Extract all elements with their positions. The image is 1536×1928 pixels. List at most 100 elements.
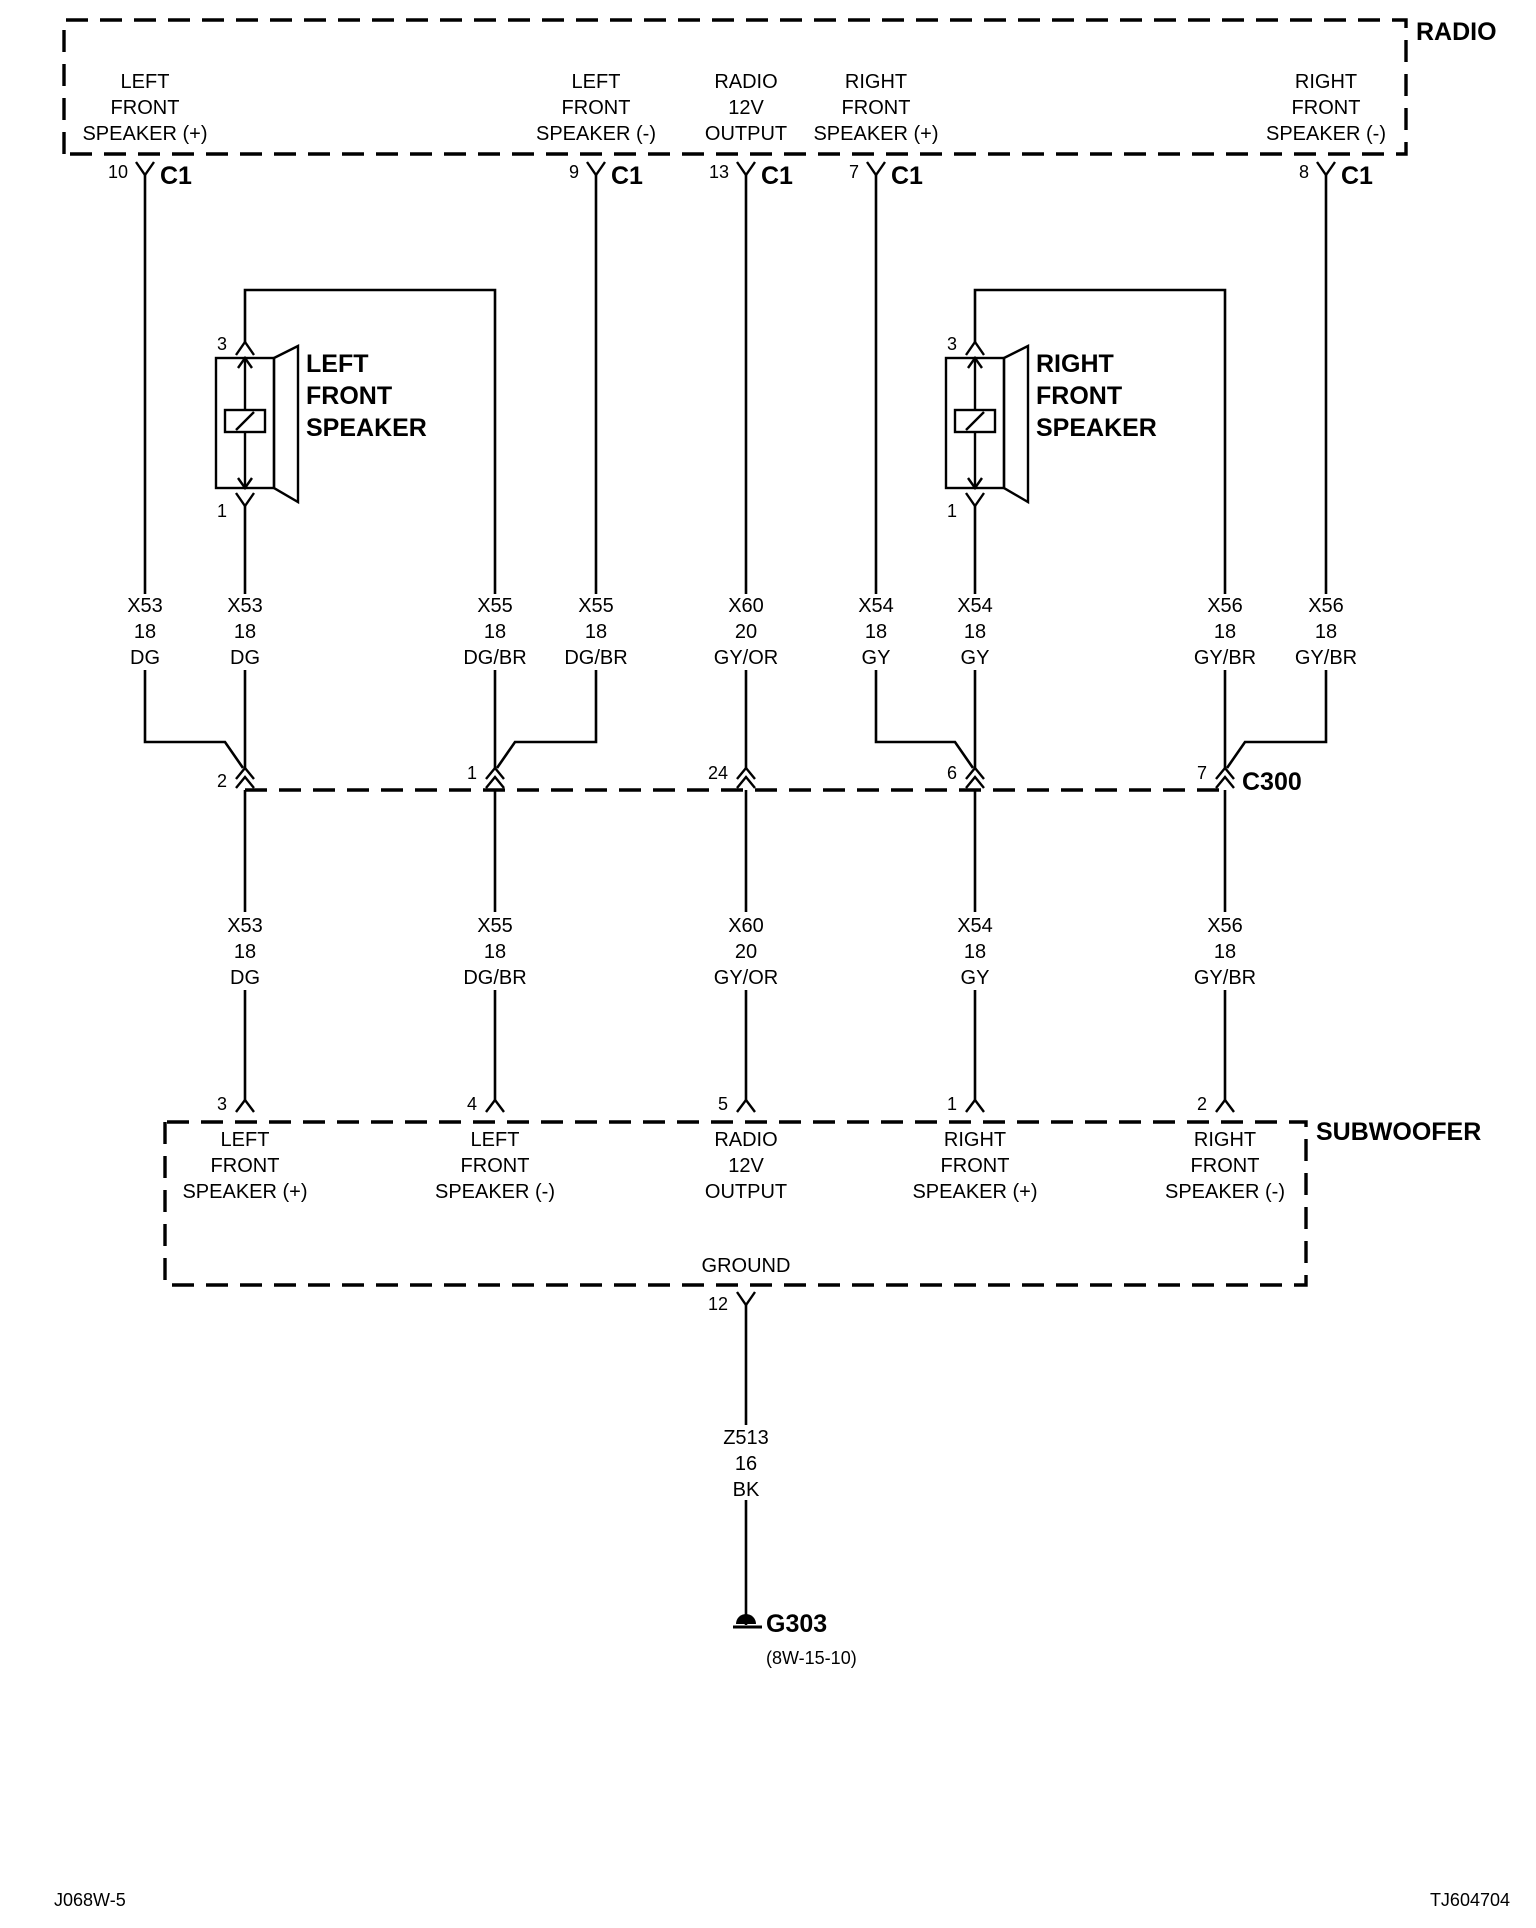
- female-terminal-icon: [1316, 161, 1336, 178]
- subwoofer-pin-4: 4 LEFT FRONT SPEAKER (-): [435, 1094, 555, 1203]
- arrow-up-icon: [237, 355, 253, 369]
- wire-circuit: X53: [227, 595, 263, 617]
- radio-pin-label-line: RADIO: [714, 71, 777, 93]
- wire-label: X60 20 GY/OR: [714, 595, 778, 669]
- wire-color: DG: [230, 967, 260, 989]
- radio-pin-label-line: SPEAKER (+): [813, 123, 938, 145]
- subwoofer-pin-2: 2 RIGHT FRONT SPEAKER (-): [1165, 1094, 1285, 1203]
- c300-cavity-7: 7: [1197, 763, 1235, 789]
- ground-symbol-icon: [733, 1614, 762, 1629]
- subwoofer-pin-5: 5 RADIO 12V OUTPUT: [705, 1094, 787, 1203]
- wire-circuit: X54: [957, 595, 993, 617]
- wire-circuit: X60: [728, 595, 764, 617]
- radio-pin-label-line: SPEAKER (-): [536, 123, 656, 145]
- subwoofer-pin-label-line: RADIO: [714, 1129, 777, 1151]
- subwoofer-pin-number: 5: [718, 1094, 728, 1114]
- wire-color: GY/BR: [1194, 967, 1256, 989]
- wire-color: DG/BR: [463, 647, 526, 669]
- wire-circuit: X53: [127, 595, 163, 617]
- wire-circuit: X56: [1308, 595, 1344, 617]
- subwoofer-pin-label-line: LEFT: [221, 1129, 270, 1151]
- wire-label: X54 18 GY: [957, 915, 993, 989]
- radio-pin-label-line: LEFT: [121, 71, 170, 93]
- voice-coil-icon: [223, 408, 267, 434]
- c300-pin-number: 1: [467, 763, 477, 783]
- wire-label: X55 18 DG/BR: [564, 595, 627, 669]
- wire-gauge: 18: [484, 941, 506, 963]
- wire-color: GY/BR: [1295, 647, 1357, 669]
- subwoofer-pin-label-line: LEFT: [471, 1129, 520, 1151]
- wire-label: X60 20 GY/OR: [714, 915, 778, 989]
- wire-right-speaker-pin3-loop: [973, 288, 1227, 594]
- subwoofer-pin-label-line: FRONT: [1191, 1155, 1260, 1177]
- male-terminal-icon: [1215, 1098, 1235, 1113]
- speaker-cone-icon: [272, 344, 300, 505]
- subwoofer-pin-label-line: RIGHT: [944, 1129, 1006, 1151]
- male-terminal-icon: [1215, 766, 1235, 780]
- wire-label: X55 18 DG/BR: [463, 595, 526, 669]
- wire-label: X56 18 GY/BR: [1194, 915, 1256, 989]
- speaker-cone-icon: [1002, 344, 1030, 505]
- subwoofer-pin-number: 4: [467, 1094, 477, 1114]
- subwoofer-pin-label-line: RIGHT: [1194, 1129, 1256, 1151]
- subwoofer-boundary: [163, 1120, 1308, 1287]
- wire-circuit: X54: [957, 915, 993, 937]
- upper-wire-labels: X53 18 DG X53 18 DG X55 18 DG/BR X55 18 …: [127, 595, 1357, 669]
- radio-title: RADIO: [1416, 18, 1497, 46]
- wire-color: DG: [230, 647, 260, 669]
- footer-left-code: J068W-5: [54, 1890, 126, 1910]
- voice-coil-slash: [965, 411, 985, 431]
- wire-gauge: 18: [585, 621, 607, 643]
- female-terminal-icon: [736, 775, 756, 789]
- radio-pin-label-line: FRONT: [1292, 97, 1361, 119]
- c300-pin-number: 7: [1197, 763, 1207, 783]
- radio-connector-label: C1: [611, 162, 643, 190]
- wire-label: X53 18 DG: [127, 595, 163, 669]
- wire-label: X53 18 DG: [227, 595, 263, 669]
- radio-pin-label-line: FRONT: [842, 97, 911, 119]
- female-terminal-icon: [485, 775, 505, 789]
- male-terminal-icon: [235, 339, 255, 356]
- male-terminal-icon: [965, 339, 985, 356]
- wire-color: GY/OR: [714, 967, 778, 989]
- ground-name: G303: [766, 1610, 827, 1638]
- female-terminal-icon: [866, 161, 886, 178]
- wire-color: DG/BR: [564, 647, 627, 669]
- wire-x56-radio-bend: [1225, 670, 1328, 769]
- subwoofer-pin-number: 3: [217, 1094, 227, 1114]
- wire-left-speaker-pin3-loop: [243, 288, 497, 594]
- wire-label: X54 18 GY: [858, 595, 894, 669]
- radio-pin-label-line: RIGHT: [845, 71, 907, 93]
- wire-gauge: 18: [1315, 621, 1337, 643]
- c300-cavity-2: 2: [217, 766, 255, 791]
- c300-pin-number: 2: [217, 771, 227, 791]
- wire-circuit: X55: [578, 595, 614, 617]
- male-terminal-icon: [736, 766, 756, 780]
- subwoofer-pin-label-line: 12V: [728, 1155, 764, 1177]
- wire-circuit: X56: [1207, 915, 1243, 937]
- upper-wiring: [143, 175, 1328, 769]
- wire-circuit: X55: [477, 915, 513, 937]
- wire-label: X54 18 GY: [957, 595, 993, 669]
- radio-boundary: [62, 18, 1408, 156]
- speaker-label-line: RIGHT: [1036, 350, 1114, 378]
- wire-gauge: 20: [735, 941, 757, 963]
- subwoofer-title: SUBWOOFER: [1316, 1118, 1481, 1146]
- male-terminal-icon: [485, 766, 505, 780]
- female-terminal-icon: [586, 161, 606, 178]
- subwoofer-pin-3: 3 LEFT FRONT SPEAKER (+): [182, 1094, 307, 1203]
- lower-wiring: [243, 790, 1227, 1100]
- female-terminal-icon: [736, 1291, 756, 1308]
- radio-connector-label: C1: [891, 162, 923, 190]
- radio-pin-label-line: SPEAKER (+): [82, 123, 207, 145]
- wire-circuit: X56: [1207, 595, 1243, 617]
- speaker-label-line: FRONT: [306, 382, 392, 410]
- subwoofer-pin-label-line: SPEAKER (+): [912, 1181, 1037, 1203]
- ground-circuit: Z513 16 BK G303 (8W-15-10): [723, 1305, 857, 1668]
- radio-pin-number: 13: [709, 162, 729, 182]
- male-terminal-icon: [235, 1098, 255, 1113]
- ground-reference: (8W-15-10): [766, 1648, 857, 1668]
- radio-pin-label-line: LEFT: [572, 71, 621, 93]
- radio-pin-10: LEFT FRONT SPEAKER (+) 10 C1: [82, 71, 207, 190]
- subwoofer-pin-label-line: FRONT: [211, 1155, 280, 1177]
